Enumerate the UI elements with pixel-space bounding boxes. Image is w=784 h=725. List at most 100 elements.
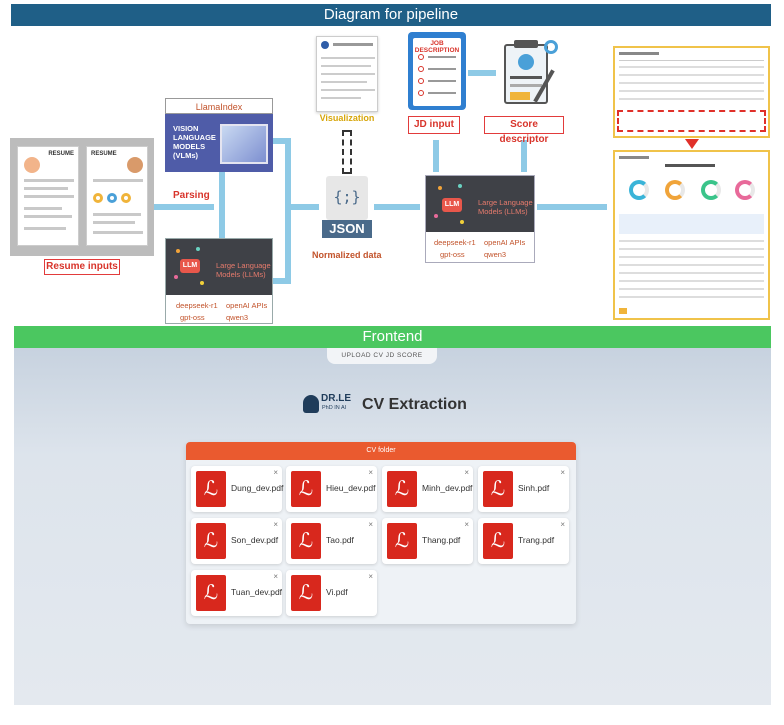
score-descriptor-label: Score descriptor: [484, 116, 564, 145]
cv-folder-header[interactable]: CV folder: [186, 442, 576, 460]
arrow-resume-to-split: [154, 204, 214, 210]
pdf-icon: ℒ: [196, 575, 226, 611]
arrow-llm-to-result: [537, 204, 607, 210]
close-icon[interactable]: ×: [368, 468, 373, 477]
llm-visual-left: LLM Large Language Models (LLMs): [166, 239, 272, 295]
close-icon[interactable]: ×: [368, 520, 373, 529]
model-openai-right: openAI APIs: [484, 238, 526, 247]
arrow-json-to-visualization: [342, 130, 352, 174]
resume-inputs-label: Resume inputs: [44, 259, 120, 275]
arrow-vlm-out: [273, 138, 287, 144]
llm-visual-right: LLM Large Language Models (LLMs): [426, 176, 534, 232]
model-gptoss-right: gpt-oss: [440, 250, 465, 259]
model-qwen-left: qwen3: [226, 313, 249, 322]
arrow-llm-out: [273, 278, 287, 284]
resume-inputs-image: RESUME RESUME: [10, 138, 154, 256]
score-ring-3: [701, 180, 721, 200]
result-table-screenshot: [613, 46, 770, 138]
llm-text-left: Large Language Models (LLMs): [216, 261, 271, 279]
jd-icon: JOB DESCRIPTION: [408, 32, 466, 110]
vlm-text: VISION LANGUAGE MODELS (VLMs): [173, 124, 216, 160]
file-name: Trang.pdf: [518, 535, 555, 545]
dr-le-logo: DR.LE PhD IN AI: [303, 393, 351, 415]
arrow-vertical-split: [219, 172, 225, 240]
file-card[interactable]: ℒ Son_dev.pdf ×: [191, 518, 282, 564]
file-name: Thang.pdf: [422, 535, 461, 545]
close-icon[interactable]: ×: [560, 468, 565, 477]
score-descriptor-icon: [500, 40, 560, 110]
model-openai-left: openAI APIs: [226, 301, 268, 310]
file-name: Sinh.pdf: [518, 483, 550, 493]
score-ring-4: [735, 180, 755, 200]
pdf-icon: ℒ: [483, 471, 513, 507]
json-braces: {;}: [333, 188, 361, 206]
file-name: Son_dev.pdf: [231, 535, 279, 545]
json-icon: {;} JSON: [322, 176, 372, 240]
arrow-score-to-llm: [521, 140, 527, 172]
vlm-box: VISION LANGUAGE MODELS (VLMs): [165, 114, 273, 172]
model-deepseek-right: deepseek-r1: [434, 238, 476, 247]
page-title: CV Extraction: [362, 396, 467, 413]
file-name: Vi.pdf: [326, 587, 348, 597]
pdf-icon: ℒ: [387, 523, 417, 559]
file-card[interactable]: ℒ Trang.pdf ×: [478, 518, 569, 564]
pdf-icon: ℒ: [196, 471, 226, 507]
parsing-label: Parsing: [173, 190, 210, 201]
file-name: Minh_dev.pdf: [422, 483, 473, 493]
pdf-icon: ℒ: [291, 471, 321, 507]
normalized-data-label: Normalized data: [312, 250, 382, 260]
close-icon[interactable]: ×: [273, 468, 278, 477]
pdf-icon: ℒ: [387, 471, 417, 507]
arrow-to-json: [289, 204, 319, 210]
pdf-icon: ℒ: [291, 575, 321, 611]
vlm-image: [220, 124, 268, 164]
resume-card-title: RESUME: [48, 151, 74, 157]
arrow-jd-to-score: [468, 70, 496, 76]
close-icon[interactable]: ×: [273, 572, 278, 581]
arrow-json-to-llm: [374, 204, 420, 210]
file-name: Hieu_dev.pdf: [326, 483, 376, 493]
file-card[interactable]: ℒ Hieu_dev.pdf ×: [286, 466, 377, 512]
arrow-merge: [285, 138, 291, 284]
llm-panel-right: LLM Large Language Models (LLMs) deepsee…: [425, 175, 535, 263]
file-card[interactable]: ℒ Thang.pdf×: [382, 518, 473, 564]
file-card[interactable]: ℒ Minh_dev.pdf ×: [382, 466, 473, 512]
close-icon[interactable]: ×: [464, 468, 469, 477]
nav-tabs[interactable]: UPLOAD CV JD SCORE: [327, 348, 437, 364]
arrow-jd-to-llm: [433, 140, 439, 172]
resume-card-title-2: RESUME: [91, 151, 117, 157]
visualization-label: Visualization: [319, 113, 375, 123]
resume-card-2: RESUME: [86, 146, 148, 246]
score-ring-2: [665, 180, 685, 200]
model-gptoss-left: gpt-oss: [180, 313, 205, 322]
pdf-icon: ℒ: [196, 523, 226, 559]
resume-card-1: RESUME: [17, 146, 79, 246]
visualization-doc: [316, 36, 378, 112]
jd-title: JOB DESCRIPTION: [414, 40, 460, 54]
close-icon[interactable]: ×: [464, 520, 469, 529]
jd-input-label: JD input: [408, 116, 460, 134]
file-name: Tuan_dev.pdf: [231, 587, 283, 597]
close-icon[interactable]: ×: [560, 520, 565, 529]
file-card[interactable]: ℒ Vi.pdf ×: [286, 570, 377, 616]
close-icon[interactable]: ×: [273, 520, 278, 529]
frontend-header: Frontend: [14, 326, 771, 348]
close-icon[interactable]: ×: [368, 572, 373, 581]
pdf-icon: ℒ: [483, 523, 513, 559]
model-qwen-right: qwen3: [484, 250, 507, 259]
llm-badge-left: LLM: [180, 259, 200, 273]
llamaindex-label: LlamaIndex: [165, 98, 273, 114]
file-card[interactable]: ℒ Tuan_dev.pdf ×: [191, 570, 282, 616]
score-ring-1: [629, 180, 649, 200]
logo-text: DR.LE: [321, 393, 351, 404]
file-name: Tao.pdf: [326, 535, 354, 545]
llm-badge-right: LLM: [442, 198, 462, 212]
model-deepseek-left: deepseek-r1: [176, 301, 218, 310]
result-detail-screenshot: [613, 150, 770, 320]
file-card[interactable]: ℒ Sinh.pdf ×: [478, 466, 569, 512]
llm-panel-left: LLM Large Language Models (LLMs) deepsee…: [165, 238, 273, 324]
file-name: Dung_dev.pdf: [231, 483, 284, 493]
file-card[interactable]: ℒ Dung_dev.pdf ×: [191, 466, 284, 512]
logo-sub: PhD IN AI: [322, 405, 347, 411]
